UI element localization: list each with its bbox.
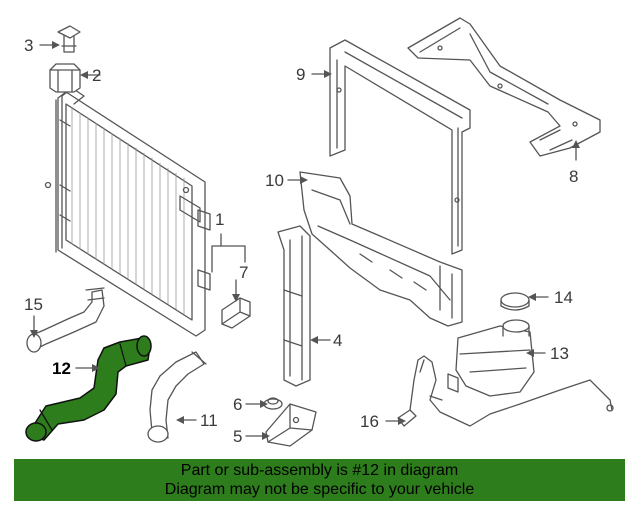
- hose-part-15: [26, 287, 105, 353]
- plug-part-2: [49, 63, 81, 93]
- side-deflector-part-4: [277, 225, 311, 387]
- callout-15: 15: [24, 295, 43, 314]
- air-guide-part-10: [299, 171, 463, 327]
- callout-14: 14: [554, 288, 573, 307]
- callout-1: 1: [215, 210, 224, 229]
- clip-part-3: [57, 25, 81, 53]
- callout-6: 6: [233, 395, 242, 414]
- callout-13: 13: [550, 344, 569, 363]
- callout-8: 8: [569, 167, 578, 186]
- shroud-frame-part-9: [329, 39, 471, 255]
- sensor-part-7: [221, 297, 251, 329]
- banner-line-2: Diagram may not be specific to your vehi…: [164, 481, 475, 498]
- callout-bracket-1: [211, 233, 246, 273]
- callout-16: 16: [360, 412, 379, 431]
- callout-11: 11: [200, 411, 218, 430]
- parts-diagram: 1 2 3 4 5 6 7 8 9 10 11 12 13 14 15 16: [24, 17, 614, 447]
- cap-part-14: [500, 292, 530, 311]
- callout-2: 2: [92, 66, 101, 85]
- callout-5: 5: [233, 427, 242, 446]
- callout-4: 4: [333, 331, 342, 350]
- reservoir-part-13: [447, 319, 535, 397]
- hose-part-11: [147, 351, 207, 443]
- bracket-part-5: [265, 403, 317, 447]
- callout-10: 10: [265, 171, 284, 190]
- radiator-part: [44, 87, 211, 337]
- callout-3: 3: [24, 36, 33, 55]
- support-bracket-part-8: [407, 17, 601, 157]
- banner-line-1: Part or sub-assembly is #12 in diagram: [180, 462, 459, 479]
- hose-part-12-highlighted: [25, 335, 152, 442]
- callout-9: 9: [296, 65, 305, 84]
- callout-12: 12: [52, 359, 71, 378]
- info-banner: Part or sub-assembly is #12 in diagram D…: [14, 459, 625, 501]
- callout-7: 7: [239, 263, 248, 282]
